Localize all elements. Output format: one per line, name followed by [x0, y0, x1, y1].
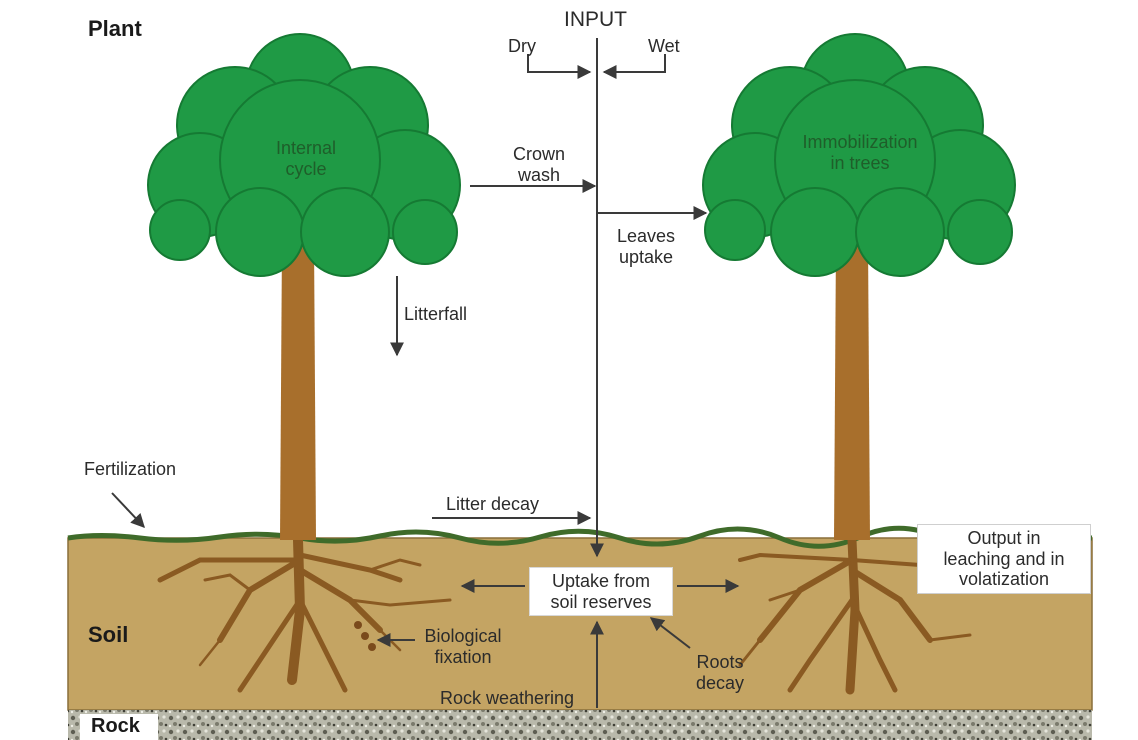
roots-decay-arrow [649, 617, 691, 649]
biological-fixation-line-1: Biological [424, 626, 502, 646]
roots-decay-label: Roots decay [680, 652, 760, 693]
immobilization-line-1: Immobilization [802, 132, 918, 152]
litter-decay-label: Litter decay [446, 494, 540, 514]
leaves-uptake-label: Leaves uptake [606, 226, 686, 267]
output-line-1: Output in [967, 528, 1041, 548]
output-line-2: leaching and in [943, 548, 1065, 569]
leaves-uptake-line-1: Leaves [616, 226, 676, 246]
roots-decay-line-2: decay [695, 672, 745, 693]
crown-wash-line-1: Crown [512, 144, 565, 164]
crown-wash-line-2: wash [517, 164, 561, 185]
internal-cycle-label: Internal cycle [256, 138, 356, 179]
dry-arrow [527, 54, 592, 79]
immobilization-label: Immobilization in trees [785, 132, 935, 173]
input-title: INPUT [564, 8, 627, 31]
left-tree-trunk [280, 240, 316, 540]
crown-wash-label: Crown wash [494, 144, 584, 185]
rock-weathering-label: Rock weathering [440, 688, 575, 708]
immobilization-line-2: in trees [830, 152, 890, 173]
biological-fixation-label: Biological fixation [408, 626, 518, 667]
rock-label-box [80, 714, 158, 740]
soil-section-label: Soil [88, 622, 129, 647]
root-nodules [354, 621, 376, 651]
uptake-soil-line-1: Uptake from [551, 571, 651, 591]
fertilization-arrow [111, 492, 145, 529]
litterfall-label: Litterfall [404, 304, 468, 324]
wet-label: Wet [648, 36, 680, 56]
roots-decay-line-1: Roots [696, 652, 744, 672]
internal-cycle-line-2: cycle [285, 158, 327, 179]
internal-cycle-line-1: Internal [275, 138, 337, 158]
dry-label: Dry [508, 36, 536, 56]
leaves-uptake-line-2: uptake [618, 246, 674, 267]
plant-section-label: Plant [88, 16, 142, 41]
biological-fixation-line-2: fixation [434, 646, 492, 667]
uptake-soil-line-2: soil reserves [550, 591, 652, 612]
fertilization-label: Fertilization [84, 459, 177, 479]
left-tree-roots [157, 535, 452, 693]
wet-arrow [602, 54, 666, 79]
rock-section-label: Rock [91, 715, 140, 737]
right-tree-canopy [702, 33, 1016, 277]
right-tree-trunk [834, 240, 870, 540]
output-leaching-label: Output in leaching and in volatization [917, 524, 1091, 595]
uptake-soil-reserves-label: Uptake from soil reserves [529, 567, 673, 617]
rock-layer [68, 710, 1092, 740]
left-tree-canopy [147, 33, 461, 277]
output-line-3: volatization [958, 569, 1050, 590]
flow-arrows [111, 38, 740, 708]
